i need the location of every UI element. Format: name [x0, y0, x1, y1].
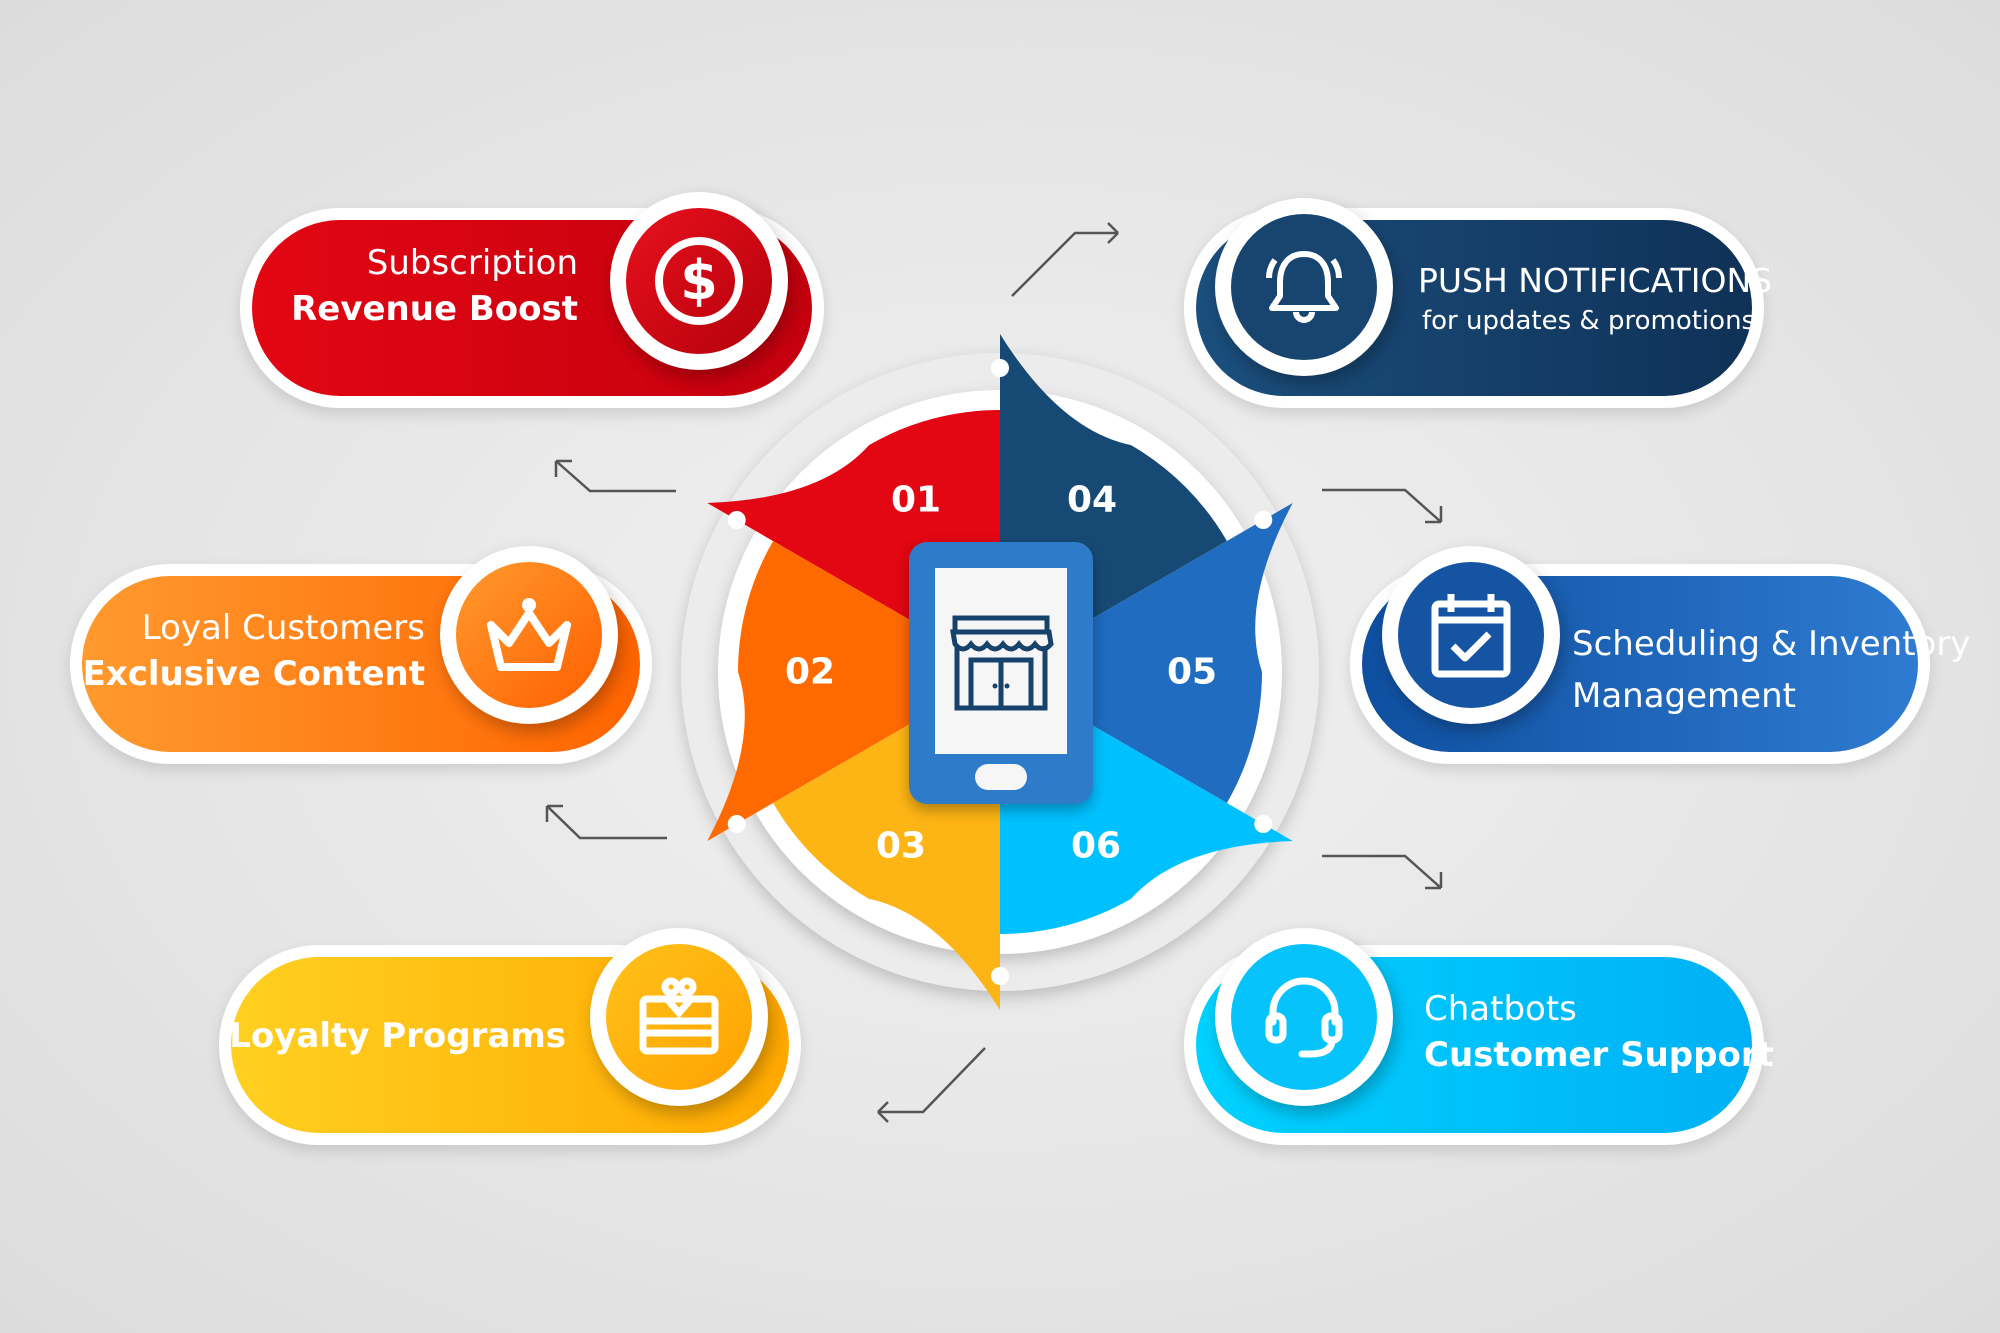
crown-icon	[487, 598, 571, 671]
storefront-icon	[950, 615, 1054, 711]
card-scheduling-line1: Scheduling & Inventory	[1572, 624, 1971, 664]
step-number-04: 04	[1066, 479, 1118, 521]
gift-card-icon-badge	[590, 928, 768, 1106]
card-subscription-line2: Revenue Boost	[291, 289, 578, 329]
calendar-check-icon-badge	[1382, 546, 1560, 724]
card-chatbots-line2: Customer Support	[1424, 1035, 1774, 1075]
card-scheduling-line2: Management	[1572, 676, 1796, 716]
step-number-02: 02	[784, 651, 836, 693]
wedge-tip-marker	[991, 967, 1009, 985]
connector-arrows	[545, 222, 1443, 1123]
headset-icon-badge	[1215, 928, 1393, 1106]
card-scheduling-text: Scheduling & Inventory Management	[1572, 618, 1970, 722]
card-chatbots-line1: Chatbots	[1424, 989, 1577, 1029]
wedge-tip-marker	[991, 359, 1009, 377]
card-chatbots-text: Chatbots Customer Support	[1424, 986, 1774, 1078]
step-number-01: 01	[890, 479, 942, 521]
wedge-tip-marker	[1254, 511, 1273, 529]
bell-icon-badge	[1215, 198, 1393, 376]
card-loyal-text: Loyal Customers Exclusive Content	[83, 605, 425, 697]
dollar-icon-badge: $	[610, 192, 788, 370]
card-push-line2: for updates & promotions	[1422, 306, 1756, 336]
wedge-tip-marker	[727, 511, 746, 529]
card-push-text: PUSH NOTIFICATIONS for updates & promoti…	[1418, 258, 1772, 338]
calendar-check-icon	[1431, 594, 1511, 678]
card-subscription-line1: Subscription	[366, 243, 578, 283]
wedge-step-02	[707, 541, 1000, 841]
phone-icon	[909, 542, 1093, 804]
card-push-line1: PUSH NOTIFICATIONS	[1418, 261, 1773, 300]
wedge-step-05	[1000, 503, 1293, 803]
gift-card-icon	[639, 977, 719, 1055]
card-loyal-line2: Exclusive Content	[82, 654, 425, 694]
crown-icon-badge	[440, 546, 618, 724]
card-loyal-line1: Loyal Customers	[141, 608, 425, 648]
dollar-icon: $	[655, 237, 743, 325]
card-loyalty-line1: Loyalty Programs	[229, 1016, 566, 1056]
svg-text:$: $	[680, 249, 718, 312]
bell-icon	[1266, 251, 1342, 323]
wedge-tip-marker	[727, 815, 746, 833]
card-subscription-text: Subscription Revenue Boost	[291, 240, 578, 332]
step-number-03: 03	[875, 825, 927, 867]
headset-icon	[1265, 977, 1343, 1058]
step-number-05: 05	[1166, 651, 1218, 693]
step-number-06: 06	[1070, 825, 1122, 867]
wedge-tip-marker	[1254, 815, 1273, 833]
